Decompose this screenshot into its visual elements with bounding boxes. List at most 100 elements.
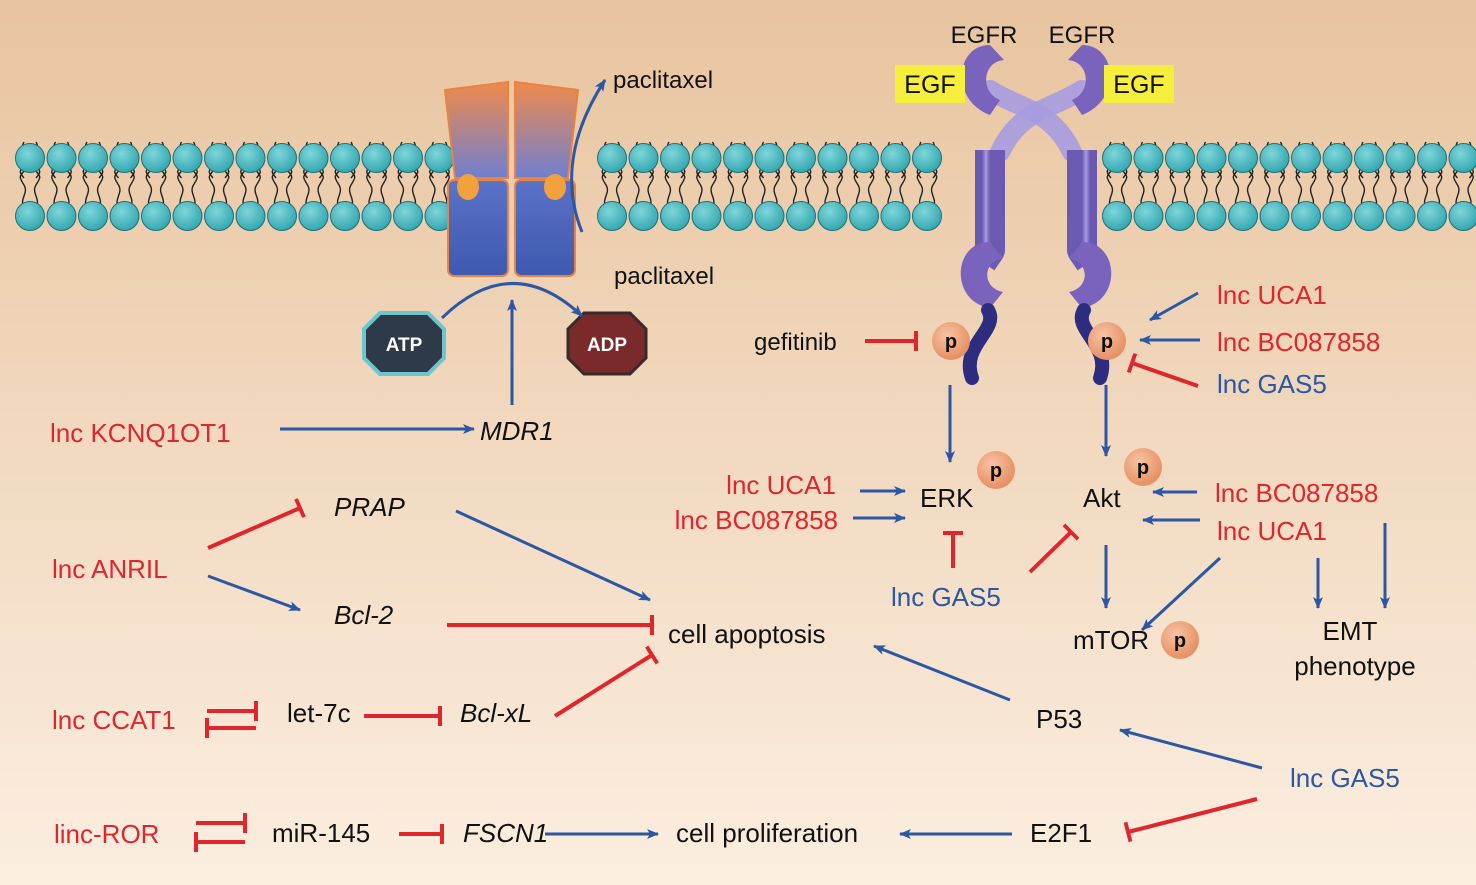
lipid-tail: [790, 170, 798, 208]
lipid-tail: [773, 170, 780, 208]
lipid-head: [1259, 143, 1290, 173]
lipid-head: [691, 143, 722, 173]
linc-ror-label: linc-ROR: [54, 819, 159, 849]
egfr-left-label: EGFR: [951, 22, 1018, 49]
mtor-label: mTOR: [1073, 625, 1149, 655]
lipid-tail: [1120, 170, 1128, 208]
egfr-dimer: [960, 45, 1112, 385]
bcl2-label: Bcl-2: [334, 600, 394, 630]
lipid-tail: [696, 170, 703, 208]
lipid-head: [172, 201, 203, 231]
lipid-tail: [1138, 170, 1145, 208]
lipid-head: [141, 143, 171, 173]
egf-left-label: EGF: [904, 71, 955, 99]
lipid-tail: [710, 170, 717, 208]
let7c-label: let-7c: [287, 698, 351, 728]
lnc-bc087858-top-label: lnc BC087858: [1217, 327, 1380, 357]
adp-octagon: ADP: [566, 311, 648, 376]
lipid-tail: [1404, 170, 1411, 208]
egfr-right-label: EGFR: [1049, 22, 1116, 49]
lipid-head: [298, 143, 329, 173]
uca1-activates-egfr: [1149, 291, 1199, 322]
lipid-head: [849, 143, 879, 173]
gefitinib-label: gefitinib: [754, 329, 837, 356]
lipid-tail: [1390, 170, 1397, 208]
lipid-tail: [601, 170, 609, 208]
lipid-head: [1385, 201, 1416, 231]
lipid-head: [15, 201, 45, 231]
lipid-head: [1196, 201, 1227, 231]
phospho-badge: p: [977, 451, 1015, 489]
lipid-tail: [867, 170, 875, 208]
lipid-tail: [822, 170, 829, 208]
lipid-head: [141, 201, 171, 231]
svg-text:p: p: [1101, 331, 1113, 353]
lipid-tail: [664, 170, 672, 208]
lnc-bc087858-akt-label: lnc BC087858: [1215, 478, 1378, 508]
cell-apoptosis-label: cell apoptosis: [668, 619, 826, 649]
lipid-tail: [366, 170, 373, 208]
lipid-tail: [1372, 170, 1380, 208]
lipid-tail: [317, 170, 324, 208]
gas5-inhibits-akt: [1028, 523, 1080, 574]
lipid-head: [204, 201, 234, 231]
paclitaxel-in-label: paclitaxel: [614, 263, 714, 290]
bclxl-inhibits-apoptosis: [553, 645, 660, 718]
lipid-head: [424, 143, 455, 173]
lipid-head: [330, 201, 360, 231]
lipid-tail: [1215, 170, 1222, 208]
lipid-tail: [1152, 170, 1159, 208]
lipid-tail: [1358, 170, 1366, 208]
lipid-tail: [1278, 170, 1285, 208]
lipid-tail: [128, 170, 135, 208]
lipid-head: [1448, 201, 1476, 231]
lipid-tail: [885, 170, 892, 208]
lipid-head: [235, 143, 266, 173]
fscn1-label: FSCN1: [463, 818, 548, 848]
lipid-tail: [759, 170, 766, 208]
lipid-head: [78, 201, 108, 231]
lipid-tail: [930, 170, 938, 208]
gas5-inhibits-e2f1: [1123, 797, 1258, 843]
lipid-head: [1228, 201, 1258, 231]
lipid-tail: [1264, 170, 1271, 208]
lipid-head: [267, 201, 297, 231]
lipid-head: [723, 143, 753, 173]
lipid-tail: [397, 170, 405, 208]
lipid-head: [597, 201, 627, 231]
lipid-tail: [1467, 170, 1474, 208]
lipid-tail: [1453, 170, 1460, 208]
lipid-tail: [804, 170, 812, 208]
lipid-tail: [411, 170, 419, 208]
prap-label: PRAP: [334, 492, 405, 522]
mir145-label: miR-145: [272, 818, 370, 848]
lipid-head: [361, 201, 392, 231]
lipid-head: [1102, 143, 1132, 173]
lipid-tail: [114, 170, 121, 208]
emt-label: EMT: [1323, 616, 1378, 646]
phospho-badge: p: [1124, 448, 1162, 486]
lipid-tail: [348, 170, 356, 208]
lipid-tail: [727, 170, 735, 208]
lipid-head: [1448, 143, 1476, 173]
lipid-head: [267, 143, 297, 173]
lipid-head: [1417, 143, 1447, 173]
lipid-tail: [159, 170, 167, 208]
lipid-head: [660, 143, 690, 173]
mdr1-gene-label: MDR1: [480, 416, 554, 446]
phospho-badge: p: [1161, 621, 1199, 659]
lipid-tail: [334, 170, 342, 208]
svg-text:p: p: [1137, 457, 1149, 479]
lipid-head: [78, 143, 108, 173]
lipid-tail: [429, 170, 436, 208]
lipid-tail: [1327, 170, 1334, 208]
lipid-tail: [222, 170, 230, 208]
lipid-head: [786, 143, 816, 173]
svg-text:p: p: [945, 331, 957, 353]
egf-right-box: [1104, 65, 1174, 103]
lipid-tail: [836, 170, 843, 208]
lipid-head: [172, 143, 203, 173]
lipid-head: [235, 201, 266, 231]
lipid-head: [628, 201, 659, 231]
atp-hydrolysis-arrow: [440, 282, 584, 320]
